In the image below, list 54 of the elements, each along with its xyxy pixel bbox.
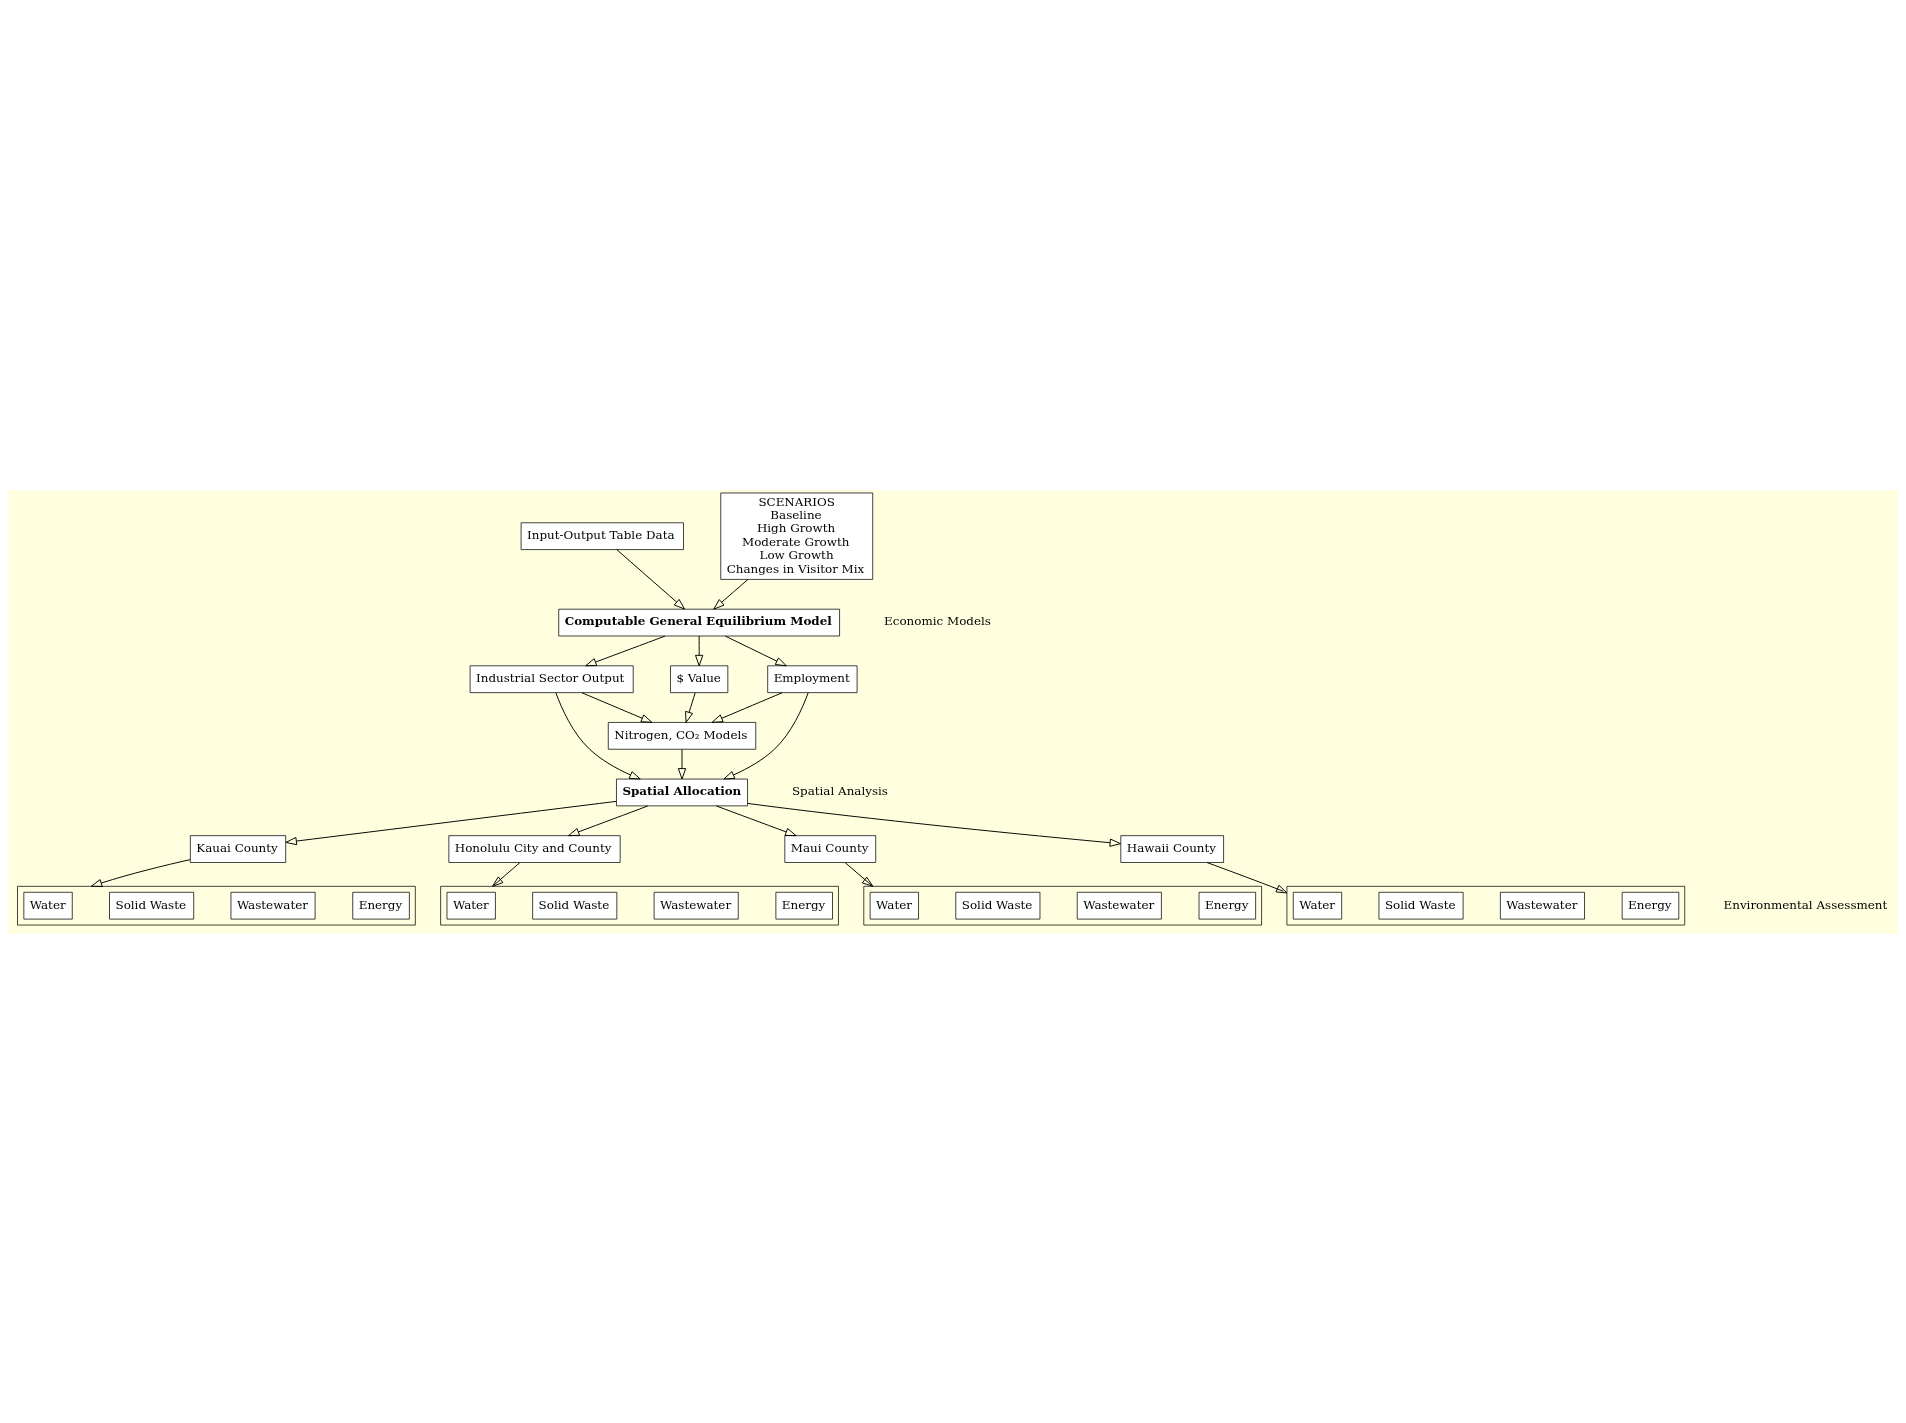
node-box: Honolulu City and County bbox=[448, 834, 621, 863]
arrow bbox=[616, 548, 686, 610]
label: Spatial Analysis bbox=[791, 783, 888, 798]
cluster bbox=[1286, 885, 1686, 925]
arrow bbox=[715, 805, 797, 836]
node-box: Energy bbox=[775, 891, 833, 919]
arrow bbox=[555, 691, 641, 780]
node-box: Industrial Sector Output bbox=[469, 664, 634, 693]
arrow bbox=[723, 691, 809, 780]
arrow bbox=[285, 800, 617, 845]
node-box: Input-Output Table Data bbox=[520, 521, 684, 550]
node-box: Water bbox=[869, 891, 919, 919]
node-box: $ Value bbox=[670, 664, 729, 693]
arrow bbox=[581, 691, 653, 723]
node-box: Kauai County bbox=[189, 834, 287, 863]
arrow bbox=[677, 748, 687, 779]
arrow bbox=[1206, 861, 1288, 893]
arrow bbox=[695, 635, 704, 666]
arrow bbox=[568, 805, 649, 836]
node-box: Water bbox=[446, 891, 496, 919]
cluster bbox=[863, 885, 1262, 925]
node-box: Energy bbox=[1621, 891, 1680, 919]
arrow bbox=[844, 861, 874, 887]
arrow bbox=[711, 691, 783, 723]
node-box: Solid Waste bbox=[532, 891, 618, 919]
node-box: Wastewater bbox=[1076, 891, 1162, 919]
node-box: Nitrogen, CO₂ Models bbox=[607, 721, 757, 750]
node-box: Spatial Allocation bbox=[616, 778, 748, 806]
arrow bbox=[747, 802, 1121, 847]
node-box: SCENARIOS Baseline High Growth Moderate Growth Low Growth Changes in Visitor Mix bbox=[720, 492, 874, 580]
node-box: Solid Waste bbox=[109, 891, 195, 919]
node-box: Computable General Equilibrium Model bbox=[558, 608, 840, 636]
arrow bbox=[90, 858, 191, 887]
cluster bbox=[440, 885, 839, 925]
arrow bbox=[492, 861, 521, 887]
cluster bbox=[17, 885, 416, 925]
arrow bbox=[713, 578, 749, 610]
node-box: Water bbox=[23, 891, 73, 919]
node-box: Energy bbox=[352, 891, 410, 919]
node-box: Wastewater bbox=[230, 891, 316, 919]
label: Environmental Assessment bbox=[1723, 897, 1888, 912]
node-box: Solid Waste bbox=[1378, 891, 1464, 919]
arrow bbox=[685, 691, 696, 723]
node-box: Wastewater bbox=[653, 891, 739, 919]
node-box: Water bbox=[1292, 891, 1343, 919]
node-box: Employment bbox=[767, 664, 858, 693]
node-box: Solid Waste bbox=[955, 891, 1041, 919]
label: Economic Models bbox=[884, 613, 991, 628]
node-box: Energy bbox=[1198, 891, 1256, 919]
arrow bbox=[585, 635, 666, 666]
node-box: Hawaii County bbox=[1120, 834, 1224, 863]
node-box: Maui County bbox=[784, 834, 877, 863]
arrow bbox=[724, 635, 787, 666]
node-box: Wastewater bbox=[1500, 891, 1585, 919]
